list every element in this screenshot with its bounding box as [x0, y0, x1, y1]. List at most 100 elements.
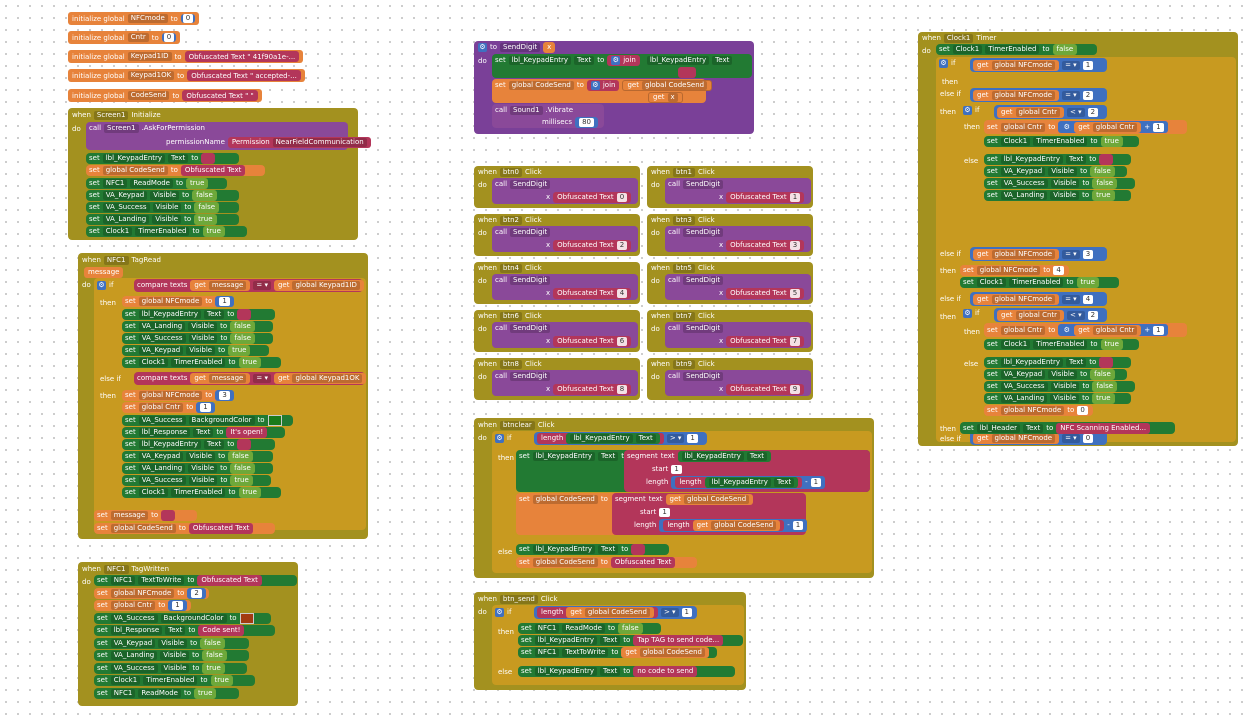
- component-dropdown[interactable]: Clock1: [1000, 137, 1031, 146]
- component-dropdown[interactable]: lbl_Response: [110, 626, 163, 635]
- component-dropdown[interactable]: lbl_KeypadEntry: [138, 440, 202, 449]
- procedure-dropdown[interactable]: SendDigit: [683, 324, 724, 333]
- digit-value[interactable]: 2: [616, 241, 628, 250]
- component-dropdown[interactable]: NFC1: [534, 648, 560, 657]
- property-dropdown[interactable]: Text: [598, 452, 619, 461]
- text-block[interactable]: Obfuscated Text " 41f90a1e-...: [184, 51, 300, 62]
- component-dropdown[interactable]: btn8: [499, 360, 522, 369]
- number-value[interactable]: 2: [1082, 90, 1094, 100]
- boolean-block[interactable]: true: [230, 475, 253, 486]
- variable-dropdown[interactable]: global Cntr: [110, 601, 156, 610]
- component-dropdown[interactable]: lbl_KeypadEntry: [1000, 358, 1064, 367]
- property-dropdown[interactable]: Visible: [1048, 370, 1078, 379]
- boolean-block[interactable]: false: [194, 202, 220, 213]
- component-dropdown[interactable]: btn4: [499, 264, 522, 273]
- property-dropdown[interactable]: Text: [1023, 423, 1044, 433]
- component-dropdown[interactable]: btn1: [672, 168, 695, 177]
- digit-value[interactable]: 5: [789, 289, 801, 298]
- number-value[interactable]: 1: [671, 465, 682, 474]
- component-dropdown[interactable]: lbl_KeypadEntry: [532, 452, 596, 461]
- property-dropdown[interactable]: Visible: [1050, 179, 1080, 188]
- component-dropdown[interactable]: lbl_Header: [976, 423, 1021, 433]
- property-dropdown[interactable]: ReadMode: [562, 624, 605, 633]
- property-dropdown[interactable]: Visible: [188, 464, 218, 473]
- property-dropdown[interactable]: Text: [635, 434, 656, 443]
- gear-icon[interactable]: ⚙: [590, 81, 600, 90]
- property-dropdown[interactable]: TimerEnabled: [1033, 137, 1088, 146]
- property-dropdown[interactable]: Text: [168, 154, 189, 163]
- component-dropdown[interactable]: lbl_KeypadEntry: [681, 452, 744, 461]
- component-dropdown[interactable]: NFC1: [103, 256, 129, 265]
- component-dropdown[interactable]: lbl_KeypadEntry: [570, 434, 633, 443]
- boolean-block[interactable]: false: [1092, 381, 1118, 392]
- component-dropdown[interactable]: btn5: [672, 264, 695, 273]
- property-dropdown[interactable]: Visible: [186, 346, 216, 355]
- component-dropdown[interactable]: VA_Success: [102, 203, 150, 212]
- component-dropdown[interactable]: NFC1: [103, 565, 129, 574]
- variable-dropdown[interactable]: global Keypad1ID: [292, 281, 360, 290]
- procedure-dropdown[interactable]: SendDigit: [510, 180, 551, 189]
- variable-dropdown[interactable]: global CodeSend: [508, 81, 574, 90]
- variable-dropdown[interactable]: global NFCmode: [1000, 406, 1065, 415]
- number-value[interactable]: 3: [1082, 249, 1094, 259]
- property-dropdown[interactable]: Text: [204, 440, 225, 449]
- global-name[interactable]: CodeSend: [127, 91, 170, 100]
- text-block[interactable]: [1099, 357, 1114, 368]
- component-dropdown[interactable]: btn3: [672, 216, 695, 225]
- component-dropdown[interactable]: NFC1: [110, 689, 136, 698]
- variable-dropdown[interactable]: message: [208, 281, 247, 290]
- property-dropdown[interactable]: TextToWrite: [562, 648, 609, 657]
- digit-value[interactable]: 8: [616, 385, 628, 394]
- variable-dropdown[interactable]: global CodeSend: [532, 495, 598, 504]
- number-value[interactable]: 1: [687, 434, 698, 443]
- number-value[interactable]: 80: [579, 118, 594, 127]
- property-dropdown[interactable]: Visible: [188, 322, 218, 331]
- component-dropdown[interactable]: btn_send: [499, 595, 538, 604]
- component-dropdown[interactable]: Sound1: [510, 106, 543, 115]
- property-dropdown[interactable]: Text: [600, 636, 621, 645]
- component-dropdown[interactable]: Clock1: [110, 676, 141, 685]
- component-dropdown[interactable]: NFC1: [110, 576, 136, 585]
- gear-icon[interactable]: ⚙: [97, 281, 106, 290]
- number-value[interactable]: 0: [182, 14, 194, 23]
- component-dropdown[interactable]: lbl_KeypadEntry: [708, 478, 771, 487]
- gear-icon[interactable]: ⚙: [1062, 325, 1072, 335]
- property-dropdown[interactable]: TimerEnabled: [135, 227, 190, 236]
- variable-dropdown[interactable]: global Cntr: [1015, 107, 1061, 117]
- component-dropdown[interactable]: lbl_KeypadEntry: [534, 667, 598, 676]
- component-dropdown[interactable]: lbl_KeypadEntry: [138, 310, 202, 319]
- boolean-block[interactable]: true: [194, 214, 217, 225]
- boolean-block[interactable]: true: [202, 663, 225, 674]
- digit-value[interactable]: 9: [789, 385, 801, 394]
- number-value[interactable]: 0: [163, 33, 175, 42]
